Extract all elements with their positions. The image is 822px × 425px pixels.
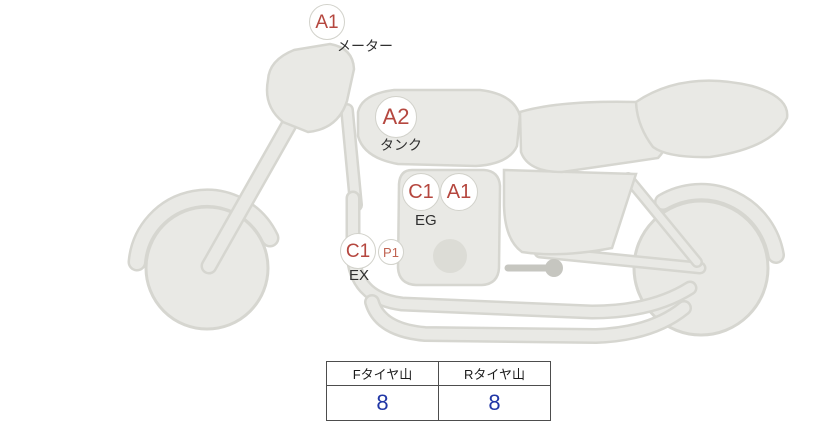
muffler	[364, 294, 692, 345]
tire-table-value-rear: 8	[438, 385, 551, 421]
front-fender	[127, 188, 280, 272]
part-label-exhaust: EX	[349, 267, 370, 284]
tire-tread-table: Fタイヤ山 Rタイヤ山 8 8	[326, 361, 551, 421]
side-cover	[502, 168, 638, 256]
tail-cowl	[634, 79, 789, 159]
tire-table-value-front: 8	[326, 385, 439, 421]
grade-badge-engine-right: A1	[440, 173, 478, 211]
engine-detail	[433, 239, 467, 273]
subgrade-badge-exhaust: P1	[378, 239, 404, 265]
exhaust-pipe	[345, 190, 698, 320]
rear-fender	[654, 182, 785, 264]
grade-badge-tank: A2	[375, 96, 417, 138]
tire-table-value-row: 8 8	[326, 385, 551, 421]
kick-lever	[504, 259, 563, 277]
part-label-meter: メーター	[337, 38, 393, 54]
part-label-engine: EG	[415, 212, 437, 229]
part-label-tank: タンク	[380, 137, 422, 153]
tire-table-header-rear: Rタイヤ山	[438, 361, 551, 386]
frame-downtube	[340, 103, 363, 212]
grade-badge-meter: A1	[309, 4, 345, 40]
tire-table-header-row: Fタイヤ山 Rタイヤ山	[326, 361, 551, 386]
grade-badge-engine-left: C1	[402, 173, 440, 211]
tire-table-header-front: Fタイヤ山	[326, 361, 439, 386]
subframe	[622, 172, 703, 268]
grade-badge-exhaust: C1	[340, 233, 376, 269]
headlight-fairing	[265, 42, 356, 134]
